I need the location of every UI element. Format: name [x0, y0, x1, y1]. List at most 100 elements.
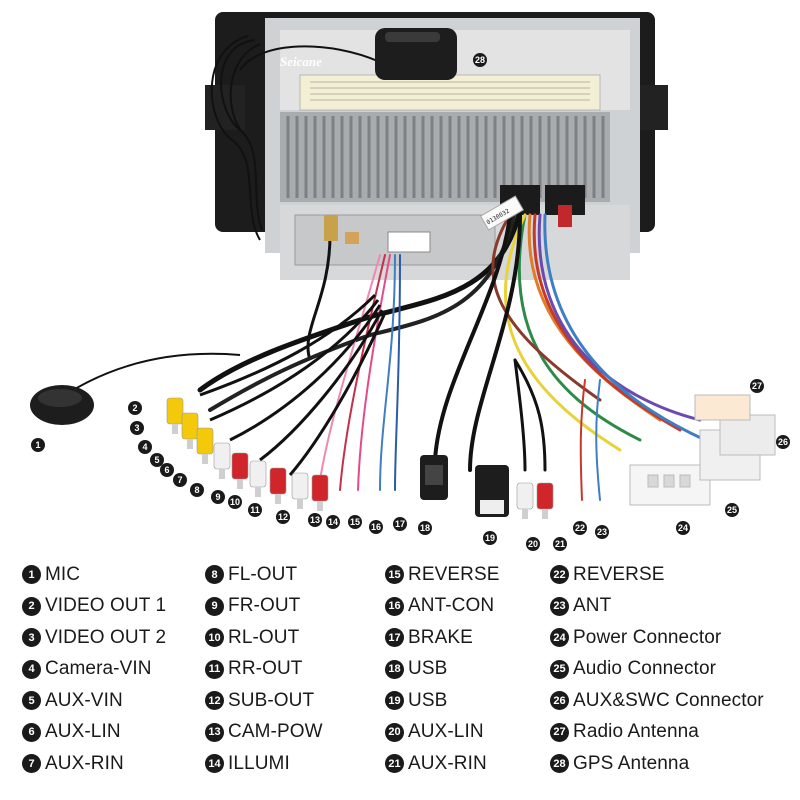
legend-label: AUX-RIN	[45, 752, 124, 774]
svg-text:17: 17	[395, 519, 405, 529]
svg-text:25: 25	[727, 505, 737, 515]
legend-label: BRAKE	[408, 626, 473, 648]
rca-plug	[269, 467, 287, 504]
legend-label: VIDEO OUT 1	[45, 595, 167, 617]
rca-plug	[166, 397, 184, 434]
legend-number-badge: 19	[385, 691, 404, 711]
svg-text:2: 2	[132, 403, 137, 413]
callout-8: 8	[190, 483, 204, 497]
svg-text:5: 5	[154, 455, 159, 465]
legend-label: ANT-CON	[408, 595, 495, 617]
rca-plug	[249, 460, 267, 497]
legend-number-badge: 2	[22, 596, 41, 616]
svg-text:11: 11	[250, 505, 260, 515]
legend-label: AUX-VIN	[45, 689, 123, 711]
legend-number-badge: 14	[205, 754, 224, 774]
legend-label: FR-OUT	[228, 595, 301, 617]
legend-label: GPS Antenna	[573, 752, 690, 774]
callout-1: 1	[31, 438, 45, 452]
legend-number-badge: 3	[22, 628, 41, 648]
rca-plug	[536, 482, 554, 519]
callout-22: 22	[573, 521, 587, 535]
legend-number-badge: 16	[385, 596, 404, 616]
legend-number-badge: 18	[385, 659, 404, 679]
legend-number-badge: 13	[205, 722, 224, 742]
svg-text:23: 23	[597, 527, 607, 537]
legend-number-badge: 27	[550, 722, 569, 742]
legend-label: USB	[408, 658, 448, 680]
legend-label: MIC	[45, 563, 81, 585]
legend-label: ILLUMI	[228, 752, 290, 774]
legend-label: AUX-RIN	[408, 752, 487, 774]
rca-plug	[311, 474, 329, 511]
legend-number-badge: 25	[550, 659, 569, 679]
svg-text:20: 20	[528, 539, 538, 549]
callout-17: 17	[393, 517, 407, 531]
legend-number-badge: 21	[385, 754, 404, 774]
callout-21: 21	[553, 537, 567, 551]
callout-4: 4	[138, 440, 152, 454]
svg-text:12: 12	[278, 512, 288, 522]
rca-plug	[516, 482, 534, 519]
legend-label: Power Connector	[573, 626, 722, 648]
callout-11: 11	[248, 503, 262, 517]
legend-number-badge: 4	[22, 659, 41, 679]
svg-text:24: 24	[678, 523, 688, 533]
callout-16: 16	[369, 520, 383, 534]
svg-text:13: 13	[310, 515, 320, 525]
svg-text:19: 19	[485, 533, 495, 543]
svg-text:7: 7	[177, 475, 182, 485]
legend-label: FL-OUT	[228, 563, 298, 585]
rca-plug	[196, 427, 214, 464]
svg-text:14: 14	[328, 517, 338, 527]
svg-text:6: 6	[164, 465, 169, 475]
legend-number-badge: 17	[385, 628, 404, 648]
callout-3: 3	[130, 421, 144, 435]
legend-label: RL-OUT	[228, 626, 300, 648]
legend-label: ANT	[573, 595, 612, 617]
legend-label: Camera-VIN	[45, 658, 152, 680]
callout-20: 20	[526, 537, 540, 551]
callout-15: 15	[348, 515, 362, 529]
svg-text:16: 16	[371, 522, 381, 532]
svg-text:26: 26	[778, 437, 788, 447]
legend-label: AUX-LIN	[45, 721, 121, 743]
legend-number-badge: 10	[205, 628, 224, 648]
legend-number-badge: 23	[550, 596, 569, 616]
svg-text:4: 4	[142, 442, 147, 452]
legend-number-badge: 28	[550, 754, 569, 774]
legend-label: AUX&SWC Connector	[573, 689, 764, 711]
legend-label: Radio Antenna	[573, 721, 699, 743]
legend-number-badge: 11	[205, 659, 224, 679]
svg-text:27: 27	[752, 381, 762, 391]
legend-number-badge: 6	[22, 722, 41, 742]
callout-9: 9	[211, 490, 225, 504]
legend-number-badge: 15	[385, 565, 404, 585]
rca-plug	[181, 412, 199, 449]
callout-24: 24	[676, 521, 690, 535]
callout-27: 27	[750, 379, 764, 393]
